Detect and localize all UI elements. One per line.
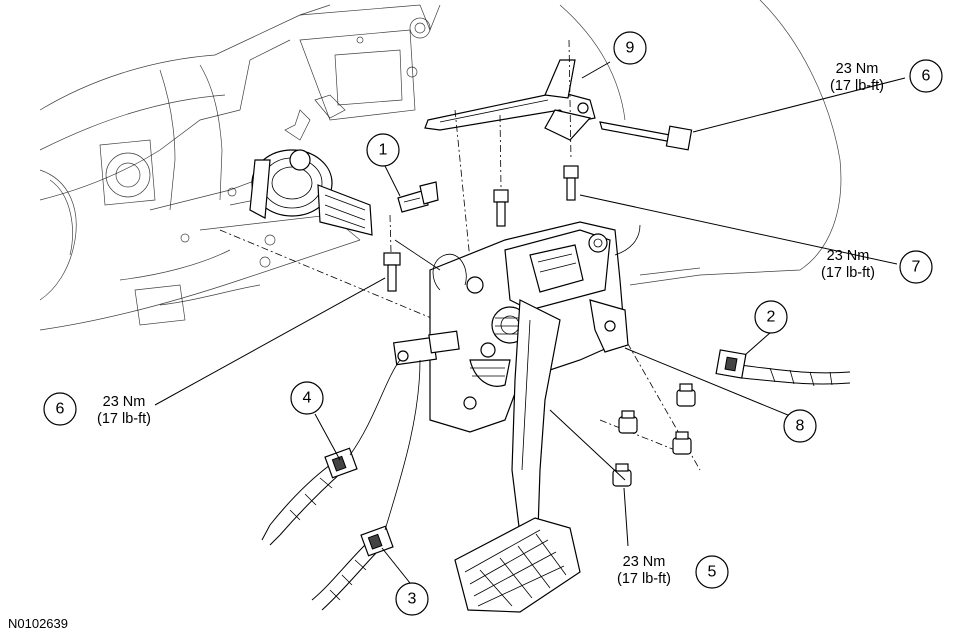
vehicle-bulkhead-background xyxy=(39,0,842,331)
sensor-wires xyxy=(349,224,641,531)
bolt-vertical-right xyxy=(563,165,579,201)
callout-9-number: 9 xyxy=(626,40,635,57)
callout-7: 7 xyxy=(899,250,933,284)
callout-4: 4 xyxy=(290,381,324,415)
bolt-vertical-left xyxy=(383,252,401,292)
alignment-lines xyxy=(219,39,701,471)
figure-id: N0102639 xyxy=(8,616,68,631)
torque-spec-bottom: 23 Nm (17 lb-ft) xyxy=(617,554,671,587)
callout-3: 3 xyxy=(395,582,429,616)
callout-2: 2 xyxy=(754,300,788,334)
torque-spec-right: 23 Nm (17 lb-ft) xyxy=(821,248,875,281)
item-4-harness-connector xyxy=(261,447,358,546)
callout-6-upper-number: 6 xyxy=(922,68,931,85)
torque-spec-imperial: (17 lb-ft) xyxy=(97,411,151,427)
callout-8-number: 8 xyxy=(796,418,805,435)
torque-spec-metric: 23 Nm xyxy=(827,248,870,264)
brake-pedal-position-switch xyxy=(392,330,460,366)
callout-6-left: 6 xyxy=(43,392,77,426)
item-2-harness-connector xyxy=(715,349,851,387)
torque-spec-imperial: (17 lb-ft) xyxy=(617,571,671,587)
callout-5: 5 xyxy=(695,555,729,589)
brake-booster xyxy=(249,149,373,236)
brake-pedal-arm xyxy=(511,299,561,536)
torque-spec-upper-right: 23 Nm (17 lb-ft) xyxy=(830,61,884,94)
torque-spec-metric: 23 Nm xyxy=(623,554,666,570)
callout-2-number: 2 xyxy=(767,309,776,326)
bolt-upper-right xyxy=(599,121,693,151)
callout-7-number: 7 xyxy=(912,259,921,276)
leader-lines xyxy=(154,61,906,584)
callout-6-upper: 6 xyxy=(909,59,943,93)
callout-9: 9 xyxy=(613,31,647,65)
item-9-upper-bracket xyxy=(424,59,596,141)
callout-4-number: 4 xyxy=(303,390,312,407)
nuts xyxy=(612,383,696,487)
callout-1-number: 1 xyxy=(379,142,388,159)
item-3-harness-connector xyxy=(311,525,394,611)
callout-3-number: 3 xyxy=(408,591,417,608)
item-1-bracket xyxy=(397,181,439,213)
torque-spec-metric: 23 Nm xyxy=(103,394,146,410)
brake-pedal-pad xyxy=(454,517,581,613)
callout-5-number: 5 xyxy=(708,564,717,581)
torque-spec-metric: 23 Nm xyxy=(836,61,879,77)
callout-8: 8 xyxy=(783,409,817,443)
callout-6-left-number: 6 xyxy=(56,401,65,418)
bolt-vertical-center xyxy=(493,189,509,227)
torque-spec-imperial: (17 lb-ft) xyxy=(830,78,884,94)
callout-1: 1 xyxy=(366,133,400,167)
torque-spec-left: 23 Nm (17 lb-ft) xyxy=(97,394,151,427)
torque-spec-imperial: (17 lb-ft) xyxy=(821,265,875,281)
